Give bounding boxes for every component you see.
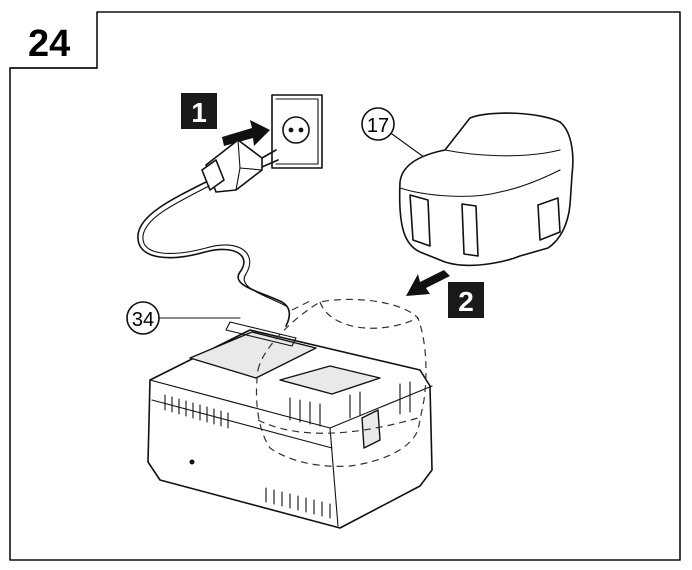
battery-pack-icon xyxy=(398,112,574,267)
battery-ghost-outline xyxy=(255,298,427,467)
callout-17: 17 xyxy=(361,107,429,161)
guide-line xyxy=(291,299,313,311)
wall-socket-icon xyxy=(271,94,323,169)
arrow-right-icon xyxy=(222,120,270,146)
figure-number: 24 xyxy=(28,23,70,65)
step-1-marker: 1 xyxy=(181,93,217,129)
svg-text:2: 2 xyxy=(458,286,474,317)
arrow-down-left-icon xyxy=(406,270,450,296)
battery-slot xyxy=(279,365,411,449)
svg-text:17: 17 xyxy=(367,115,389,137)
charger-vents xyxy=(164,394,331,519)
svg-text:34: 34 xyxy=(132,309,154,331)
step-2-marker: 2 xyxy=(448,282,484,318)
callout-34: 34 xyxy=(126,301,241,335)
charger-icon xyxy=(147,321,433,529)
svg-text:1: 1 xyxy=(191,97,207,128)
power-cord xyxy=(137,181,291,327)
power-plug-icon xyxy=(201,139,279,193)
